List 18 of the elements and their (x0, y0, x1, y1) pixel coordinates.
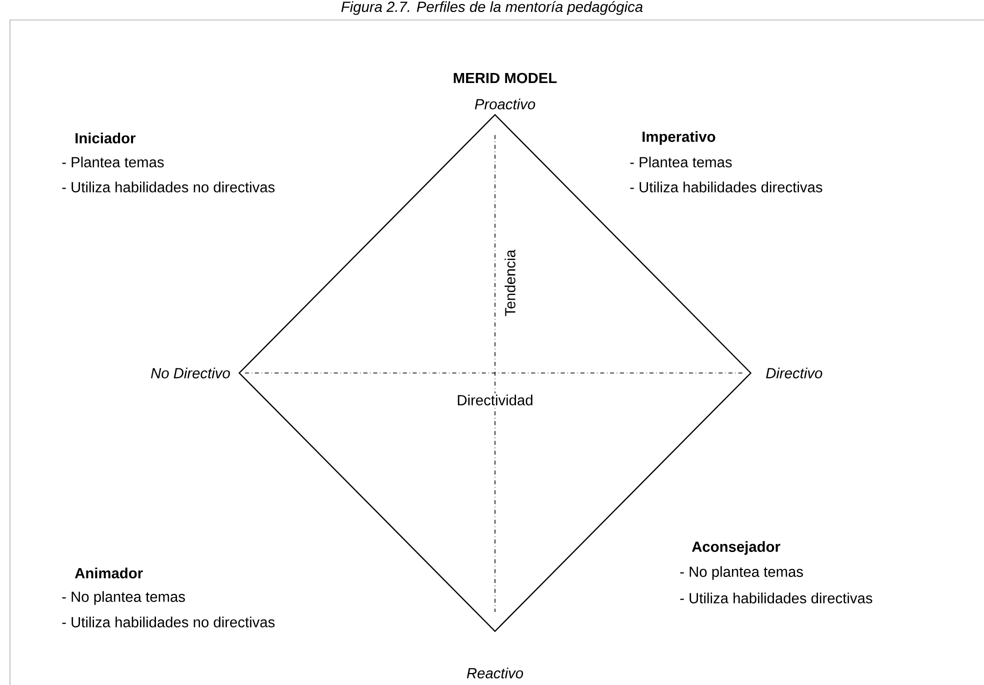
corner-label: Directivo (766, 368, 822, 378)
list-item: - Plantea temas (62, 156, 164, 168)
axis-label: Directividad (455, 393, 535, 407)
axis-label: Tendencia (504, 250, 516, 316)
list-item: - Plantea temas (630, 156, 732, 168)
list-item: - Utiliza habilidades directivas (680, 592, 872, 604)
list-item: - Utiliza habilidades directivas (630, 182, 822, 192)
list-item: - No plantea temas (62, 591, 185, 605)
corner-label: Reactivo (466, 668, 524, 678)
quadrant-heading: Iniciador (76, 132, 136, 144)
quadrant-heading: Animador (74, 568, 143, 578)
list-item: - No plantea temas (680, 566, 803, 580)
title: MERID MODEL (454, 72, 557, 84)
list-item: - Utiliza habilidades no directivas (62, 616, 275, 628)
caption: Figura 2.7. Perfiles de la mentoría pedagógica (341, 1, 643, 15)
list-item: - Utiliza habilidades no directivas (62, 182, 275, 192)
quadrant-heading: Imperativo (642, 131, 716, 145)
quadrant-heading: Aconsejador (692, 541, 780, 555)
